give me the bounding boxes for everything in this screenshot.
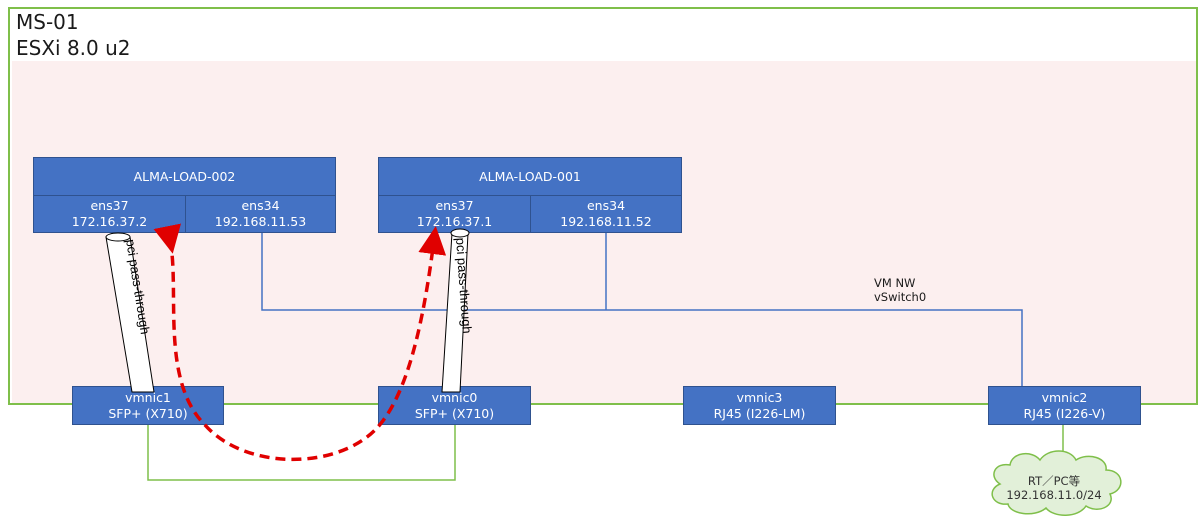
nic-vmnic0: vmnic0 SFP+ (X710)	[378, 386, 531, 425]
nic-vmnic3: vmnic3 RJ45 (I226-LM)	[683, 386, 836, 425]
vswitch-link	[261, 232, 1023, 386]
traffic-loop	[153, 223, 447, 462]
sfp-cable	[147, 425, 456, 481]
passthrough-label: pci pass-through	[453, 237, 475, 334]
vswitch-line2: vSwitch0	[874, 290, 927, 304]
iface-name: ens34	[586, 198, 626, 213]
vswitch-label: VM NW vSwitch0	[874, 276, 926, 304]
nic-name: vmnic1	[125, 389, 171, 405]
host-name: MS-01	[16, 10, 79, 34]
vm-name: ALMA-LOAD-002	[133, 169, 236, 184]
nic-type: RJ45 (I226-LM)	[713, 405, 806, 421]
iface-name: ens34	[241, 198, 280, 213]
vm-alma-load-001: ALMA-LOAD-001	[378, 157, 682, 196]
nic-name: vmnic2	[1041, 389, 1088, 405]
passthrough-tube-vmnic1: pci pass-through	[105, 232, 155, 393]
hypervisor-label: ESXi 8.0 u2	[16, 36, 131, 60]
vm-name: ALMA-LOAD-001	[479, 169, 581, 184]
iface-name: ens37	[90, 198, 129, 213]
nic-name: vmnic0	[431, 389, 478, 405]
passthrough-tube-vmnic0: pci pass-through	[441, 228, 475, 393]
nic-type: SFP+ (X710)	[414, 405, 495, 421]
iface-ip: 192.168.11.52	[560, 214, 652, 229]
nic-name: vmnic3	[736, 389, 783, 405]
external-line2: 192.168.11.0/24	[1006, 488, 1102, 502]
iface-ip: 172.16.37.2	[71, 214, 148, 229]
iface-ens34-vm1: ens34 192.168.11.52	[530, 195, 682, 233]
external-network-label: RT／PC等 192.168.11.0/24	[998, 474, 1110, 502]
nic-vmnic2: vmnic2 RJ45 (I226-V)	[988, 386, 1141, 425]
iface-name: ens37	[435, 198, 474, 213]
host-frame	[8, 7, 1198, 405]
nic-type: RJ45 (I226-V)	[1023, 405, 1106, 421]
external-line1: RT／PC等	[1027, 474, 1081, 488]
vswitch-line1: VM NW	[874, 276, 916, 290]
nic-type: SFP+ (X710)	[108, 405, 188, 421]
external-network-cloud	[991, 450, 1122, 516]
